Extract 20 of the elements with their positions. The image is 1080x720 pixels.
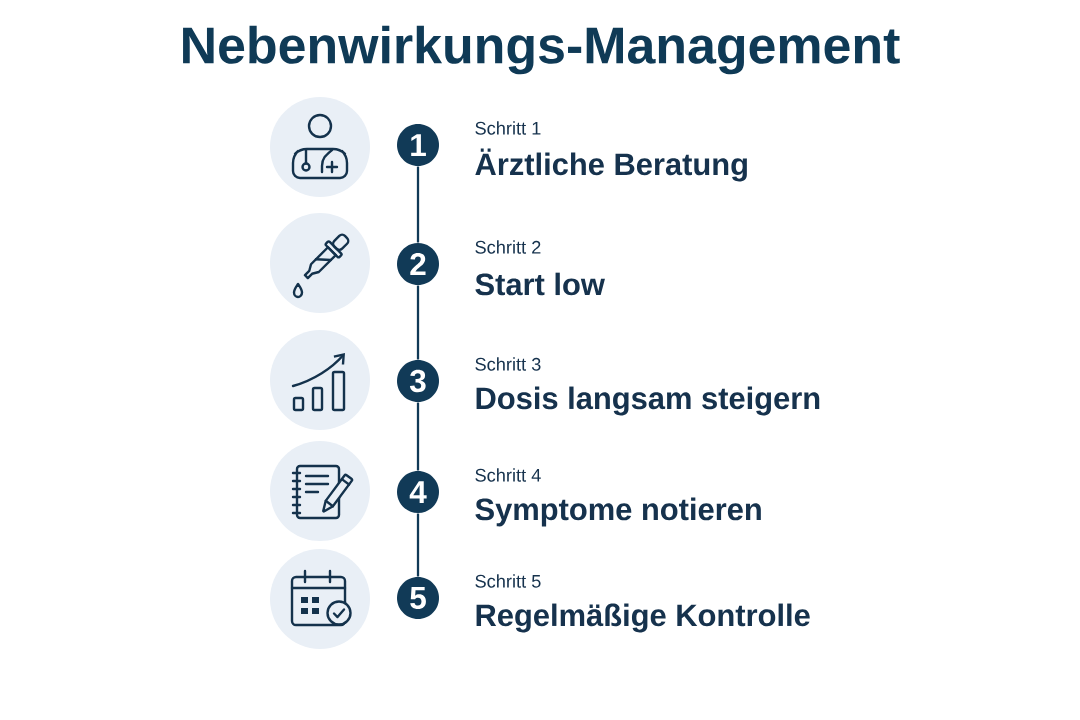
number-badge: 1	[397, 124, 439, 166]
step-title: Start low	[475, 272, 605, 296]
step-label: Schritt 1	[475, 121, 541, 135]
number-badge: 3	[397, 360, 439, 403]
step-title: Symptome notieren	[475, 497, 761, 527]
step-title: Regelmäßige Kontrolle	[476, 603, 810, 633]
connector-line	[416, 285, 420, 360]
connector-line	[416, 513, 420, 577]
step-label: Schritt 2	[475, 240, 541, 254]
step-title: Dosis langsam steigern	[476, 386, 820, 416]
step-label: Schritt 4	[475, 468, 541, 482]
step-label: Schritt 5	[475, 574, 541, 588]
number-badge: 5	[397, 577, 439, 620]
connector-line	[416, 166, 420, 243]
step-title: Ärztliche Beratung	[475, 148, 747, 182]
number-badge: 4	[397, 471, 439, 514]
step-label: Schritt 3	[475, 357, 541, 371]
title: Nebenwirkungs-Management	[183, 25, 900, 75]
number-badge: 2	[397, 243, 439, 285]
connector-line	[416, 402, 420, 471]
